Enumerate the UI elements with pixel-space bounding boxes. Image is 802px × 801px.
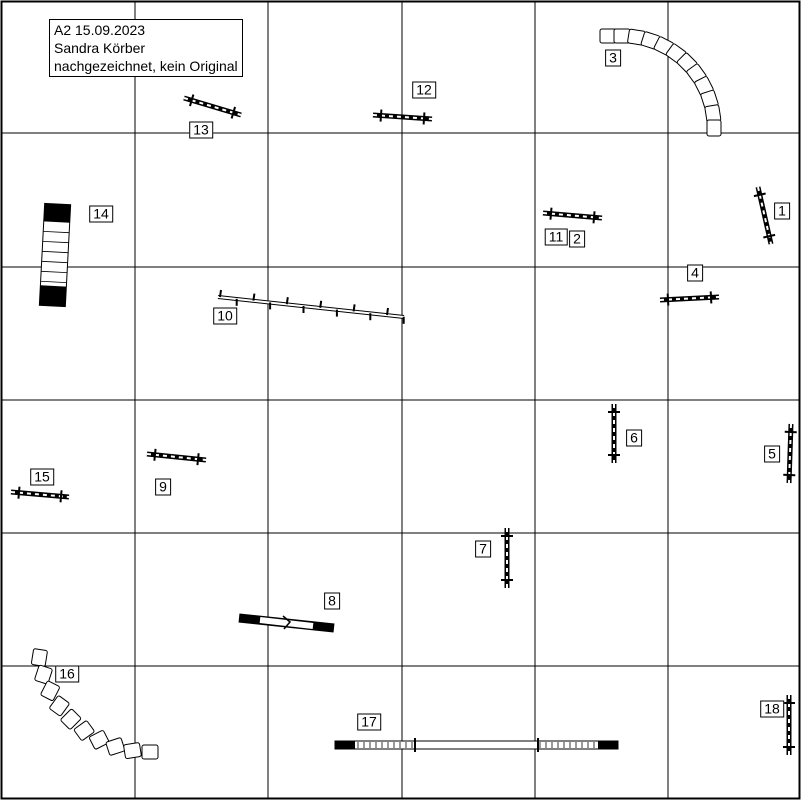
jump-15	[10, 486, 70, 503]
jump-wing	[753, 192, 766, 198]
jump-4	[659, 291, 720, 306]
weave-10	[217, 289, 405, 324]
jump-wing	[592, 211, 596, 224]
tunnel-segment	[141, 744, 159, 760]
a-frame-slat	[42, 240, 69, 244]
obstacle-number-17: 17	[357, 713, 381, 731]
tunnel-segment	[60, 708, 82, 730]
dogwalk-contact-right	[598, 741, 618, 749]
tunnel-segment	[73, 720, 95, 741]
a-frame-contact-bottom	[39, 285, 67, 307]
jump-12	[372, 109, 433, 125]
jump-bar-stripes	[146, 453, 207, 461]
weave-pole	[352, 304, 356, 312]
tire-center	[259, 617, 314, 629]
jump-bar-stripes	[372, 114, 433, 120]
weave-pole	[319, 300, 323, 308]
jump-bar-stripes	[183, 97, 242, 116]
tire-ring	[282, 615, 292, 630]
tunnel-segment	[123, 742, 142, 759]
jump-wing	[666, 293, 670, 306]
tunnel-segment	[31, 648, 48, 667]
info-box: A2 15.09.2023 Sandra Körber nachgezeichn…	[49, 19, 243, 77]
jump-wing	[17, 486, 21, 499]
tunnel-segment	[49, 695, 70, 717]
jump-wing	[763, 233, 776, 239]
jump-13	[183, 94, 242, 119]
obstacle-number-11: 11	[544, 228, 568, 246]
obstacle-number-4: 4	[687, 264, 703, 282]
obstacle-number-3: 3	[605, 49, 621, 67]
jump-6	[608, 404, 620, 463]
dogwalk-body	[334, 740, 619, 750]
jump-wing	[379, 109, 383, 122]
obstacle-number-12: 12	[412, 81, 436, 99]
a-frame-slat	[42, 250, 69, 254]
dogwalk-17	[334, 738, 619, 752]
obstacle-number-5: 5	[764, 445, 780, 463]
tunnel-segment	[40, 680, 60, 701]
jump-wing	[709, 291, 713, 304]
jump-2-11	[542, 207, 603, 224]
jump-wing	[549, 207, 553, 220]
tunnel-16	[31, 648, 159, 760]
jump-bar-stripes	[757, 186, 772, 245]
obstacle-number-18: 18	[760, 700, 784, 718]
a-frame-slat	[41, 260, 68, 264]
jump-bar-stripes	[542, 212, 603, 219]
jump-18	[783, 695, 795, 755]
tunnel-segment	[89, 730, 110, 750]
weave-base-inner	[217, 296, 405, 318]
jump-bar-stripes	[788, 423, 792, 484]
a-frame-slat	[43, 230, 70, 234]
obstacle-number-8: 8	[324, 592, 340, 610]
info-line-author: Sandra Körber	[54, 40, 146, 56]
obstacle-number-2: 2	[569, 230, 585, 248]
obstacle-number-9: 9	[155, 478, 171, 496]
tunnel-segment	[34, 664, 53, 685]
dogwalk-contact-left	[335, 741, 355, 749]
jump-wing	[59, 490, 63, 503]
weave-pole	[285, 297, 289, 305]
info-line-date: A2 15.09.2023	[54, 22, 146, 38]
info-line-note: nachgezeichnet, kein Original	[54, 58, 238, 74]
tunnel-segment	[105, 737, 126, 756]
weave-pole	[386, 307, 389, 316]
jump-5	[783, 423, 797, 484]
obstacle-number-1: 1	[774, 202, 790, 220]
weave-pole	[252, 293, 256, 301]
jump-wing	[188, 94, 195, 107]
jump-wing	[230, 106, 237, 119]
obstacle-number-15: 15	[30, 468, 54, 486]
jump-1	[753, 186, 776, 245]
tunnel-3	[599, 28, 722, 137]
jump-bar-stripes	[10, 491, 70, 498]
obstacle-number-14: 14	[89, 205, 113, 223]
obstacle-number-6: 6	[626, 429, 642, 447]
obstacles	[10, 28, 797, 760]
a-frame-contact-top	[43, 203, 71, 223]
obstacle-number-10: 10	[213, 307, 237, 325]
jump-wing	[153, 448, 157, 461]
weave-pole	[219, 289, 222, 298]
jump-7	[501, 528, 513, 588]
a-frame-slat	[41, 270, 68, 274]
jump-wing	[196, 453, 200, 466]
a-frame-slat	[40, 280, 67, 284]
jump-wing	[422, 112, 426, 125]
obstacle-number-7: 7	[475, 540, 491, 558]
tire-8	[238, 613, 335, 633]
obstacle-number-16: 16	[55, 665, 79, 683]
a-frame-14	[38, 202, 72, 308]
obstacle-number-13: 13	[189, 121, 213, 139]
tunnel-segment	[706, 119, 722, 137]
jump-bar-stripes	[659, 296, 720, 301]
jump-9	[146, 448, 207, 466]
